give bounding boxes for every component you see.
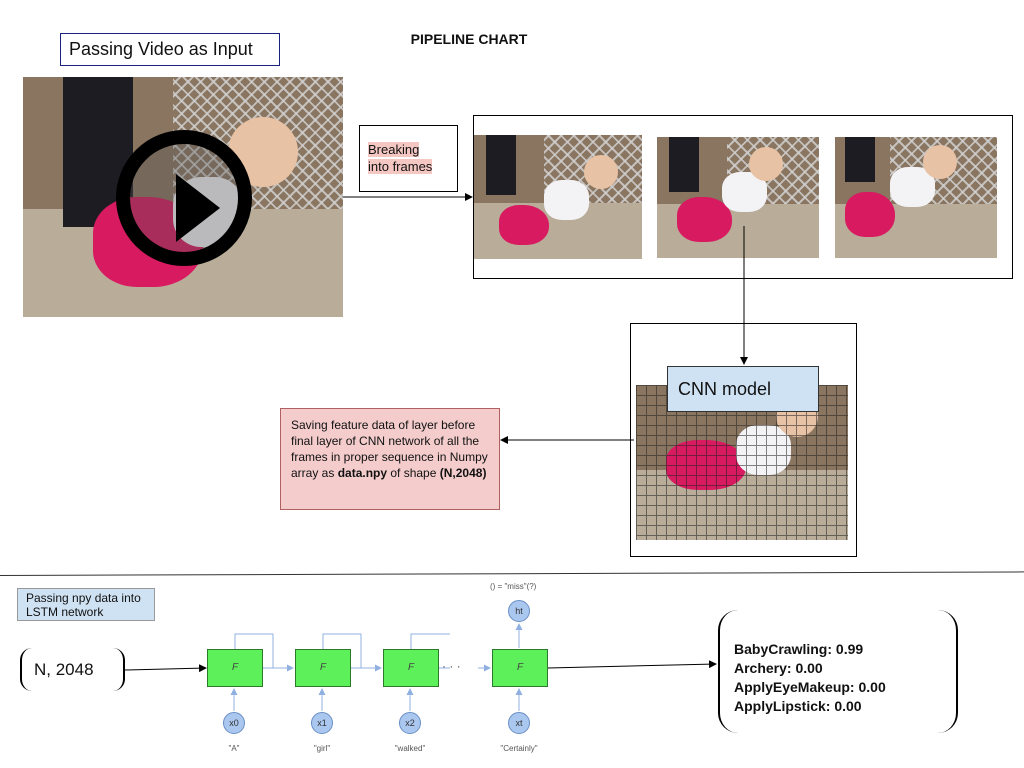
lstm-cell-4: F xyxy=(492,649,548,687)
output-node-ht: ht xyxy=(508,600,530,622)
arrow-lstm-to-output xyxy=(547,660,717,669)
lstm-step-label: Passing npy data into LSTM network xyxy=(17,588,155,621)
sequence-ellipsis: · · · xyxy=(442,659,461,673)
page-title: PIPELINE CHART xyxy=(410,31,528,47)
video-input-label: Passing Video as Input xyxy=(60,33,280,66)
input-shape-brace: N, 2048 xyxy=(20,648,125,691)
frames-step-line2: into frames xyxy=(368,159,433,174)
input-word-1: "A" xyxy=(228,744,240,753)
prediction-item: ApplyEyeMakeup: 0.00 xyxy=(734,679,886,695)
prediction-item: Archery: 0.00 xyxy=(734,660,823,676)
input-node-x0: x0 xyxy=(223,712,245,734)
input-node-xt: xt xyxy=(508,712,530,734)
frames-step-line1: Breaking xyxy=(368,142,420,157)
input-word-4: "Certainly" xyxy=(500,744,538,753)
feature-shape: (N,2048) xyxy=(439,466,487,480)
prediction-item: ApplyLipstick: 0.00 xyxy=(734,698,862,714)
video-frame-3 xyxy=(835,137,997,258)
feature-saving-box: Saving feature data of layer before fina… xyxy=(280,408,500,510)
input-word-2: "girl" xyxy=(313,744,331,753)
feature-text-2: of shape xyxy=(387,466,440,480)
arrow-input-to-lstm xyxy=(124,664,207,673)
feature-filename: data.npy xyxy=(337,466,388,480)
feature-text-1: Saving feature data of layer before fina… xyxy=(291,418,488,480)
output-caption: () = "miss"(?) xyxy=(490,582,537,591)
cnn-model-label: CNN model xyxy=(667,366,819,412)
input-node-x1: x1 xyxy=(311,712,333,734)
lstm-cell-3: F xyxy=(383,649,439,687)
video-frame-2 xyxy=(657,137,819,258)
lstm-cell-1: F xyxy=(207,649,263,687)
input-word-3: "walked" xyxy=(394,744,426,753)
prediction-item: BabyCrawling: 0.99 xyxy=(734,641,864,657)
predictions-brace xyxy=(718,610,958,733)
input-node-x2: x2 xyxy=(399,712,421,734)
lstm-cell-2: F xyxy=(295,649,351,687)
predictions-list: BabyCrawling: 0.99 Archery: 0.00 ApplyEy… xyxy=(734,640,886,716)
video-frame-1 xyxy=(474,135,642,259)
frames-step-box: Breaking into frames xyxy=(359,125,458,192)
